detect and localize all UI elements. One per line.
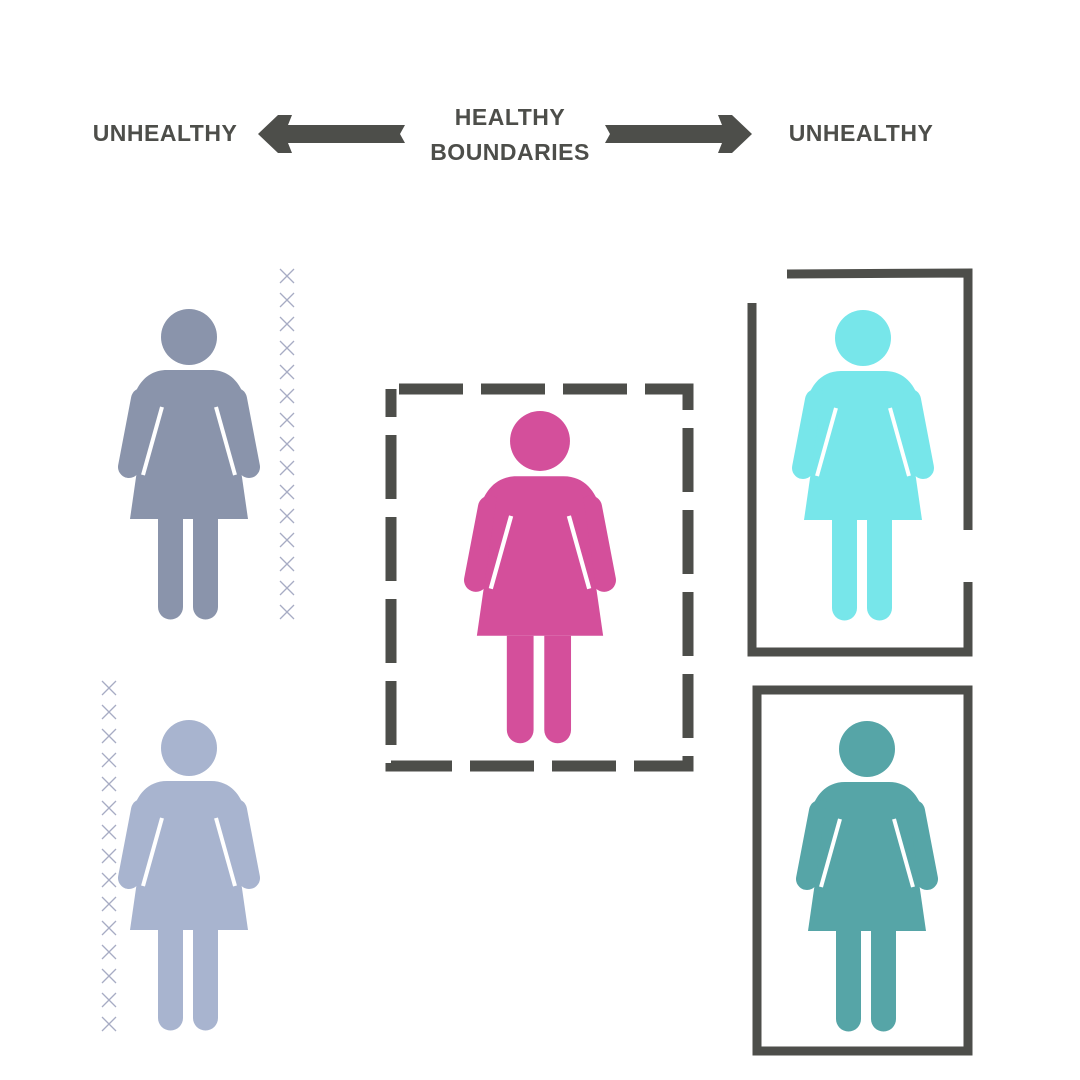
x-mark-icon: [101, 1016, 117, 1032]
x-mark-icon: [101, 704, 117, 720]
x-mark-icon: [101, 824, 117, 840]
porous-boundary-figure-icon: [118, 309, 260, 620]
left-unhealthy-label: UNHEALTHY: [92, 120, 238, 146]
x-mark-icon: [101, 920, 117, 936]
x-mark-icon: [279, 292, 295, 308]
healthy-boundary-figure-icon: [464, 411, 616, 744]
rigid-boundary-open: [747, 268, 973, 657]
x-mark-icon: [101, 968, 117, 984]
rigid-boundary-closed: [752, 685, 973, 1056]
x-mark-icon: [279, 388, 295, 404]
x-mark-icon: [279, 436, 295, 452]
boundaries-label-line2: BOUNDARIES: [430, 139, 590, 165]
x-mark-icon: [101, 752, 117, 768]
x-mark-icon: [279, 460, 295, 476]
x-mark-icon: [101, 896, 117, 912]
x-mark-icon: [279, 556, 295, 572]
x-mark-icon: [101, 992, 117, 1008]
x-mark-icon: [279, 484, 295, 500]
x-mark-icon: [279, 580, 295, 596]
x-mark-icon: [101, 728, 117, 744]
x-mark-icon: [101, 872, 117, 888]
right-arrow-icon: [605, 115, 752, 153]
x-mark-icon: [279, 508, 295, 524]
x-mark-icon: [279, 340, 295, 356]
x-mark-icon: [101, 776, 117, 792]
porous-boundary-marks-2: [101, 680, 117, 1032]
healthy-dashed-boundary: [385, 383, 694, 772]
x-mark-icon: [279, 532, 295, 548]
porous-boundary-marks: [279, 268, 295, 620]
x-mark-icon: [101, 800, 117, 816]
x-mark-icon: [279, 268, 295, 284]
left-arrow-icon: [258, 115, 405, 153]
x-mark-icon: [101, 944, 117, 960]
rigid-boundary-figure-with-gap-icon: [792, 310, 934, 621]
x-mark-icon: [101, 680, 117, 696]
porous-boundary-figure-2-icon: [118, 720, 260, 1031]
x-mark-icon: [279, 604, 295, 620]
x-mark-icon: [279, 364, 295, 380]
healthy-label-line1: HEALTHY: [454, 104, 566, 130]
rigid-boundary-figure-closed-icon: [796, 721, 938, 1032]
x-mark-icon: [279, 412, 295, 428]
x-mark-icon: [279, 316, 295, 332]
x-mark-icon: [101, 848, 117, 864]
right-unhealthy-label: UNHEALTHY: [788, 120, 934, 146]
